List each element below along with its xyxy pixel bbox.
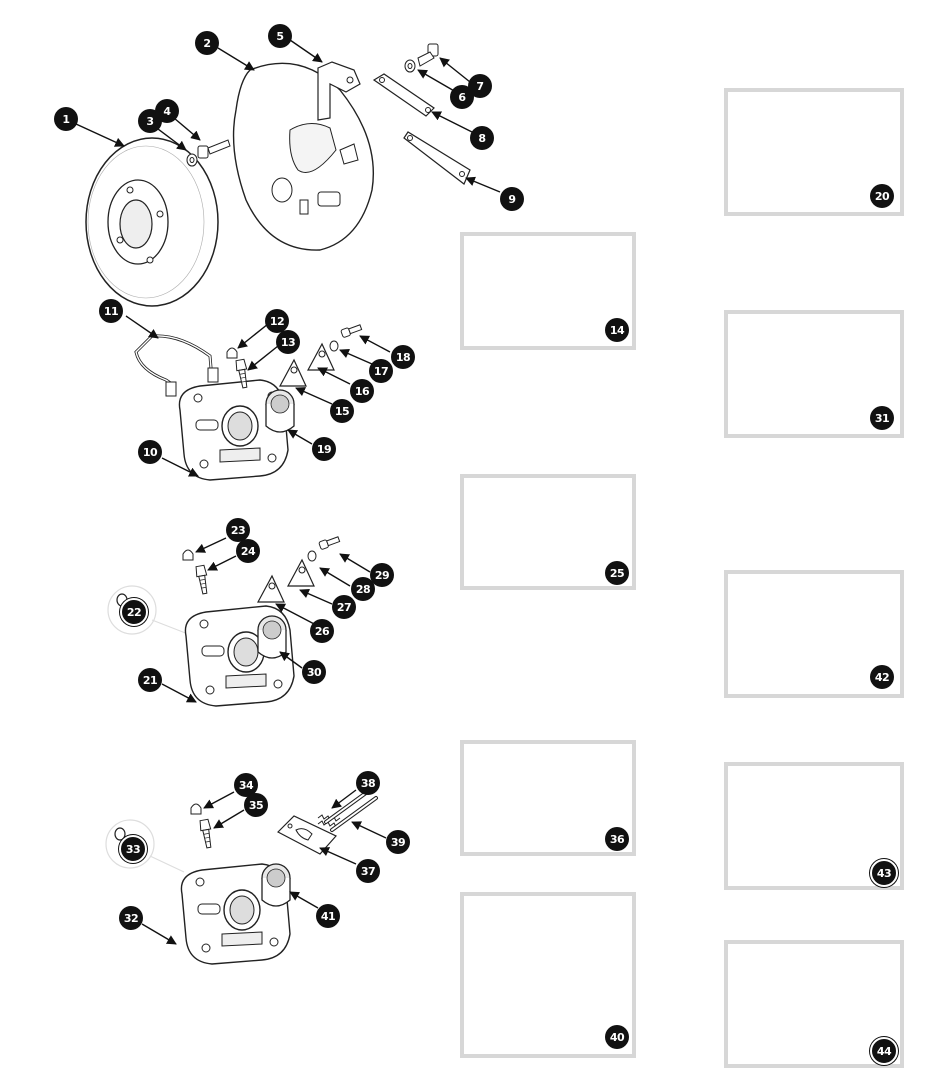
callout-17: 17 — [369, 359, 393, 383]
callout-7: 7 — [468, 74, 492, 98]
bleed-cap-icon — [182, 549, 194, 561]
callout-8: 8 — [470, 126, 494, 150]
callout-2: 2 — [195, 31, 219, 55]
callout-9: 9 — [500, 187, 524, 211]
callout-38: 38 — [356, 771, 380, 795]
bolt-icon — [197, 139, 231, 159]
seal-ring-icon — [114, 827, 126, 841]
bolt-icon — [318, 534, 341, 551]
callout-20: 20 — [870, 184, 894, 208]
callout-37: 37 — [356, 859, 380, 883]
bracket-icon — [317, 61, 361, 121]
leader-lines — [75, 39, 501, 945]
callout-21: 21 — [138, 668, 162, 692]
washer-icon — [404, 59, 416, 73]
callout-22: 22 — [120, 598, 148, 626]
piston-icon — [261, 863, 291, 907]
callout-39: 39 — [386, 830, 410, 854]
callout-12: 12 — [265, 309, 289, 333]
washer-icon — [329, 340, 339, 352]
callout-27: 27 — [332, 595, 356, 619]
bleed-screw-icon — [198, 818, 215, 849]
callout-4: 4 — [155, 99, 179, 123]
callout-43: 43 — [870, 859, 898, 887]
callout-35: 35 — [244, 793, 268, 817]
callout-15: 15 — [330, 399, 354, 423]
dust-shield-icon — [232, 62, 375, 251]
washer-icon — [186, 153, 198, 167]
callout-1: 1 — [54, 107, 78, 131]
callout-31: 31 — [870, 406, 894, 430]
callout-41: 41 — [316, 904, 340, 928]
callout-42: 42 — [870, 665, 894, 689]
callout-19: 19 — [312, 437, 336, 461]
callout-25: 25 — [605, 561, 629, 585]
callout-10: 10 — [138, 440, 162, 464]
bleed-cap-icon — [226, 347, 238, 359]
brake-disc-icon — [85, 137, 219, 307]
piston-icon — [265, 389, 295, 433]
bridge-pipe-icon — [134, 334, 219, 397]
plate-icon — [403, 131, 471, 185]
callout-26: 26 — [310, 619, 334, 643]
kit-box-seal-kit — [724, 88, 904, 216]
callout-29: 29 — [370, 563, 394, 587]
callout-44: 44 — [870, 1037, 898, 1065]
bleed-screw-icon — [194, 564, 211, 595]
callout-33: 33 — [119, 835, 147, 863]
piston-icon — [257, 615, 287, 659]
callout-40: 40 — [605, 1025, 629, 1049]
anti-squeal-shim-icon — [276, 815, 337, 855]
bleed-cap-icon — [190, 803, 202, 815]
callout-16: 16 — [350, 379, 374, 403]
retaining-pin-icon — [324, 788, 378, 832]
callout-5: 5 — [268, 24, 292, 48]
callout-13: 13 — [276, 330, 300, 354]
bolt-icon — [417, 43, 439, 67]
callout-32: 32 — [119, 906, 143, 930]
callout-18: 18 — [391, 345, 415, 369]
bolt-icon — [340, 322, 363, 339]
callout-30: 30 — [302, 660, 326, 684]
callout-23: 23 — [226, 518, 250, 542]
callout-24: 24 — [236, 539, 260, 563]
pad-retainer-icon — [257, 575, 285, 603]
pad-retainer-icon — [279, 359, 307, 387]
washer-icon — [307, 550, 317, 562]
callout-11: 11 — [99, 299, 123, 323]
pad-retainer-icon — [287, 559, 315, 587]
callout-36: 36 — [605, 827, 629, 851]
callout-14: 14 — [605, 318, 629, 342]
lock-tab-icon — [372, 73, 435, 117]
